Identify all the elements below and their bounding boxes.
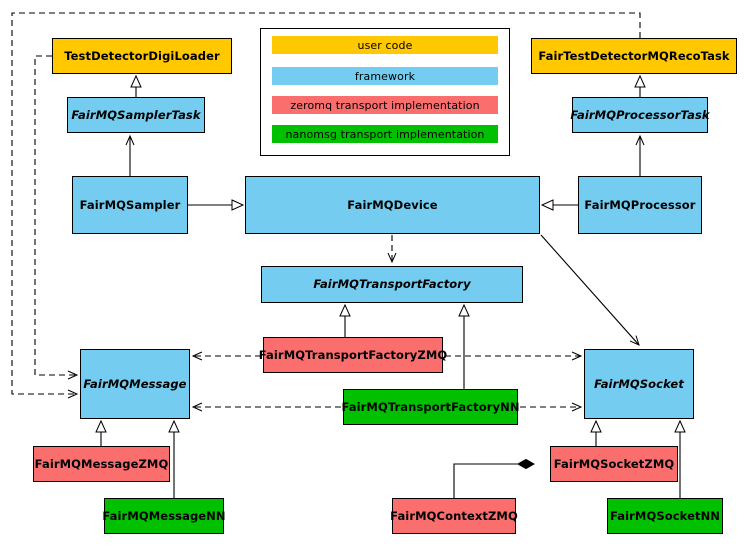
class-node-fairmqsocketnn[interactable]: FairMQSocketNN: [607, 498, 723, 534]
class-node-fairmqtransportfactorynn[interactable]: FairMQTransportFactoryNN: [341, 389, 520, 425]
class-node-fairmqsocketzmq[interactable]: FairMQSocketZMQ: [550, 446, 678, 482]
legend-label-user-code: user code: [357, 38, 413, 52]
edge-recotask-message: [11, 12, 641, 399]
class-node-label: FairMQMessageNN: [102, 508, 226, 523]
class-node-fairmqtransportfactory[interactable]: FairMQTransportFactory: [261, 266, 523, 303]
class-node-label: FairTestDetectorMQRecoTask: [538, 48, 730, 63]
class-node-fairmqsamplertask[interactable]: FairMQSamplerTask: [67, 97, 205, 133]
edge-contextzmq-socketzmq-composition: [453, 464, 534, 498]
class-node-label: FairMQTransportFactory: [313, 277, 471, 292]
class-node-label: FairMQDevice: [347, 197, 438, 212]
edge-device-socket: [540, 234, 640, 346]
class-node-label: FairMQMessageZMQ: [34, 456, 169, 471]
class-node-fairtestdetectormqrecotask[interactable]: FairTestDetectorMQRecoTask: [531, 38, 737, 74]
class-node-label: FairMQSamplerTask: [71, 107, 201, 122]
legend-label-framework: framework: [354, 69, 416, 83]
legend-item-zeromq: zeromq transport implementation: [272, 96, 498, 114]
class-node-fairmqtransportfactoryzmq[interactable]: FairMQTransportFactoryZMQ: [259, 337, 447, 373]
class-node-label: FairMQSocketNN: [609, 508, 721, 523]
class-node-label: FairMQProcessorTask: [570, 107, 710, 122]
class-node-label: FairMQProcessor: [584, 197, 696, 212]
class-node-testdetectordigiloader[interactable]: TestDetectorDigiLoader: [52, 38, 232, 74]
class-node-fairmqsampler[interactable]: FairMQSampler: [72, 176, 188, 234]
class-node-fairmqcontextzmq[interactable]: FairMQContextZMQ: [390, 498, 518, 534]
class-node-fairmqmessage[interactable]: FairMQMessage: [80, 349, 190, 419]
class-node-label: FairMQContextZMQ: [390, 508, 518, 523]
legend-item-nanomsg: nanomsg transport implementation: [272, 125, 498, 143]
class-node-label: FairMQTransportFactoryZMQ: [258, 347, 448, 362]
class-node-fairmqdevice[interactable]: FairMQDevice: [245, 176, 540, 234]
legend-item-user-code: user code: [272, 36, 498, 54]
legend-label-nanomsg: nanomsg transport implementation: [285, 127, 485, 141]
class-node-label: FairMQSocketZMQ: [553, 456, 675, 471]
class-node-fairmqmessagenn[interactable]: FairMQMessageNN: [102, 498, 226, 534]
legend-item-framework: framework: [272, 67, 498, 85]
legend-label-zeromq: zeromq transport implementation: [290, 98, 480, 112]
class-node-label: FairMQTransportFactoryNN: [341, 399, 520, 414]
class-node-label: FairMQMessage: [83, 376, 187, 391]
class-node-label: FairMQSocket: [594, 376, 684, 391]
class-node-label: TestDetectorDigiLoader: [64, 48, 220, 63]
class-node-fairmqprocessortask[interactable]: FairMQProcessorTask: [570, 97, 710, 133]
class-node-label: FairMQSampler: [79, 197, 181, 212]
class-node-fairmqsocket[interactable]: FairMQSocket: [584, 349, 694, 419]
class-node-fairmqprocessor[interactable]: FairMQProcessor: [578, 176, 702, 234]
class-node-fairmqmessagezmq[interactable]: FairMQMessageZMQ: [33, 446, 170, 482]
